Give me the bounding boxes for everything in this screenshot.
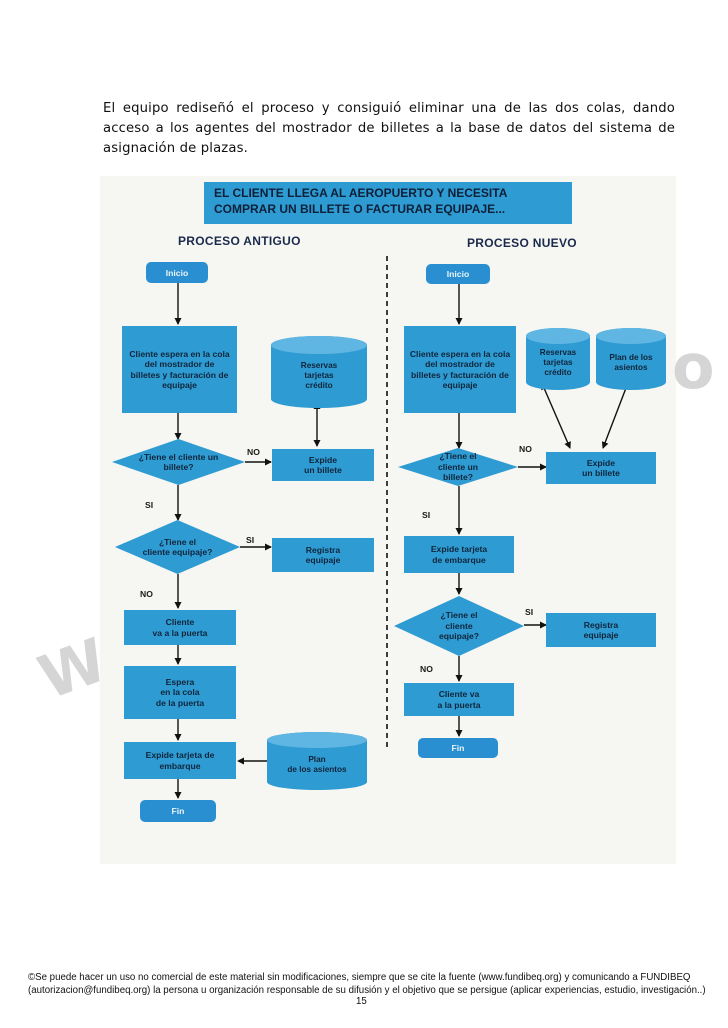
new-issue-ticket-step: Expide un billete: [546, 452, 656, 484]
page-number: 15: [356, 996, 367, 1007]
flowchart-figure: EL CLIENTE LLEGA AL AEROPUERTO Y NECESIT…: [100, 176, 676, 864]
database-icon: [596, 328, 666, 390]
old-process-title: PROCESO ANTIGUO: [178, 234, 301, 248]
old-end-terminal: Fin: [140, 800, 216, 822]
old-queue-step: Cliente espera en la cola del mostrador …: [122, 326, 237, 413]
old-start-terminal: Inicio: [146, 262, 208, 283]
watermark-right: o: [672, 330, 715, 403]
new-label-no: NO: [519, 444, 532, 454]
old-wait-gate-step: Espera en la cola de la puerta: [124, 666, 236, 719]
new-ticket-question: ¿Tiene el cliente un billete?: [437, 451, 479, 483]
footer-copyright: ©Se puede hacer un uso no comercial de e…: [28, 972, 718, 997]
intro-paragraph: El equipo rediseñó el proceso y consigui…: [103, 101, 675, 156]
new-luggage-question: ¿Tiene el cliente equipaje?: [438, 610, 480, 642]
old-label-si-2: SI: [246, 535, 255, 545]
old-label-no-2: NO: [140, 589, 153, 599]
old-label-no: NO: [247, 447, 260, 457]
new-seats-database: Plan de los asientos: [596, 328, 666, 390]
footer-line-2: (autorizacion@fundibeq.org) la persona u…: [28, 984, 706, 996]
footer-line-1: ©Se puede hacer un uso no comercial de e…: [28, 972, 691, 983]
old-seats-label: Plan de los asientos: [287, 755, 347, 774]
new-end-terminal: Fin: [418, 738, 498, 758]
old-ticket-question: ¿Tiene el cliente un billete?: [138, 451, 219, 473]
new-reservas-database: Reservas tarjetas crédito: [526, 328, 590, 390]
new-luggage-decision: ¿Tiene el cliente equipaje?: [394, 596, 524, 656]
old-luggage-decision: ¿Tiene el cliente equipaje?: [115, 520, 240, 574]
new-boarding-card-step: Expide tarjeta de embarque: [404, 536, 514, 573]
old-boarding-card-step: Expide tarjeta de embarque: [124, 742, 236, 779]
flowchart-banner: EL CLIENTE LLEGA AL AEROPUERTO Y NECESIT…: [204, 182, 572, 224]
old-register-luggage-step: Registra equipaje: [272, 538, 374, 572]
new-reservas-label: Reservas tarjetas crédito: [539, 348, 577, 377]
new-start-terminal: Inicio: [426, 264, 490, 284]
old-label-si: SI: [145, 500, 154, 510]
old-to-gate-step: Cliente va a la puerta: [124, 610, 236, 645]
new-register-luggage-step: Registra equipaje: [546, 613, 656, 647]
database-icon: [526, 328, 590, 390]
old-ticket-decision: ¿Tiene el cliente un billete?: [112, 439, 245, 485]
database-icon: [267, 732, 367, 790]
new-process-title: PROCESO NUEVO: [467, 236, 577, 250]
new-label-si: SI: [422, 510, 431, 520]
old-luggage-question: ¿Tiene el cliente equipaje?: [142, 536, 213, 558]
new-to-gate-step: Cliente va a la puerta: [404, 683, 514, 716]
new-label-no-2: NO: [420, 664, 433, 674]
new-label-si-2: SI: [525, 607, 534, 617]
new-seats-label: Plan de los asientos: [609, 353, 653, 372]
new-ticket-decision: ¿Tiene el cliente un billete?: [398, 448, 518, 486]
old-reservas-label: Reservas tarjetas crédito: [300, 361, 338, 390]
old-reservas-database: Reservas tarjetas crédito: [271, 336, 367, 408]
old-seats-database: Plan de los asientos: [267, 732, 367, 790]
new-queue-step: Cliente espera en la cola del mostrador …: [404, 326, 516, 413]
database-icon: [271, 336, 367, 408]
old-issue-ticket-step: Expide un billete: [272, 449, 374, 481]
